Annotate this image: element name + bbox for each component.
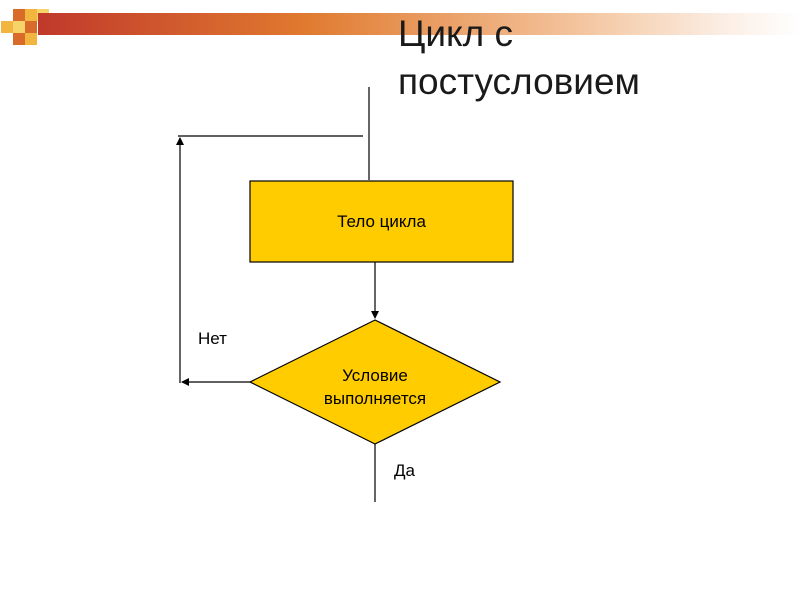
loop-body-block	[249, 180, 514, 263]
slide-title-line-2: постусловием	[398, 61, 640, 102]
condition-label: Условие выполняется	[290, 364, 460, 410]
loop-body-label: Тело цикла	[337, 212, 426, 231]
condition-label-line-1: Условие	[342, 366, 408, 385]
condition-label-line-2: выполняется	[323, 389, 427, 408]
yes-label: Да	[394, 461, 415, 480]
slide-title-line-1: Цикл с	[398, 13, 514, 54]
no-label: Нет	[198, 329, 227, 348]
decorative-title-bar	[38, 13, 800, 35]
slide-title: Цикл с постусловием	[398, 10, 788, 106]
